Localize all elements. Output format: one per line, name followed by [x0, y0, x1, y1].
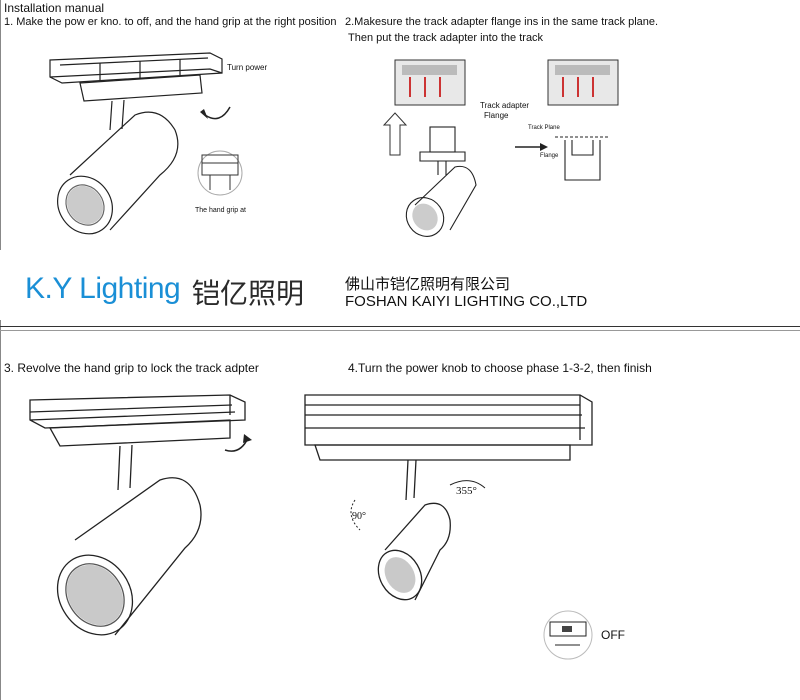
off-label: OFF	[601, 628, 625, 642]
section-divider	[0, 326, 800, 327]
step4-illustration	[304, 394, 593, 660]
step2-illustration	[382, 59, 619, 237]
step4-caption: 4.Turn the power knob to choose phase 1-…	[348, 361, 652, 375]
angle-355-label: 355°	[456, 485, 477, 497]
company-name-cn: 佛山市铠亿照明有限公司	[345, 275, 511, 293]
section-divider-secondary	[0, 330, 800, 331]
company-name-en: FOSHAN KAIYI LIGHTING CO.,LTD	[345, 293, 588, 310]
step1-illustration	[49, 52, 243, 235]
angle-90-label: 90°	[352, 511, 366, 522]
track-plane-label: Track Plane	[528, 125, 560, 131]
step3-caption: 3. Revolve the hand grip to lock the tra…	[4, 361, 259, 375]
left-border-line	[0, 0, 1, 700]
turn-power-label: Turn power	[227, 63, 268, 72]
step1-caption: 1. Make the pow er kno. to off, and the …	[4, 16, 337, 28]
brand-logo-cn: 铠亿照明	[192, 277, 305, 310]
logo-band	[0, 250, 322, 320]
hand-grip-label: The hand grip at	[195, 207, 246, 214]
step2-caption-line1: 2.Makesure the track adapter flange ins …	[345, 16, 659, 28]
manual-title: Installation manual	[4, 1, 105, 15]
flange-label-1: Flange	[484, 111, 509, 120]
brand-logo-en: K.Y Lighting	[25, 272, 181, 305]
step3-illustration	[29, 394, 252, 636]
track-adapter-label: Track adapter	[480, 101, 530, 110]
flange-label-2: Flange	[540, 153, 559, 159]
step2-caption-line2: Then put the track adapter into the trac…	[348, 32, 544, 44]
